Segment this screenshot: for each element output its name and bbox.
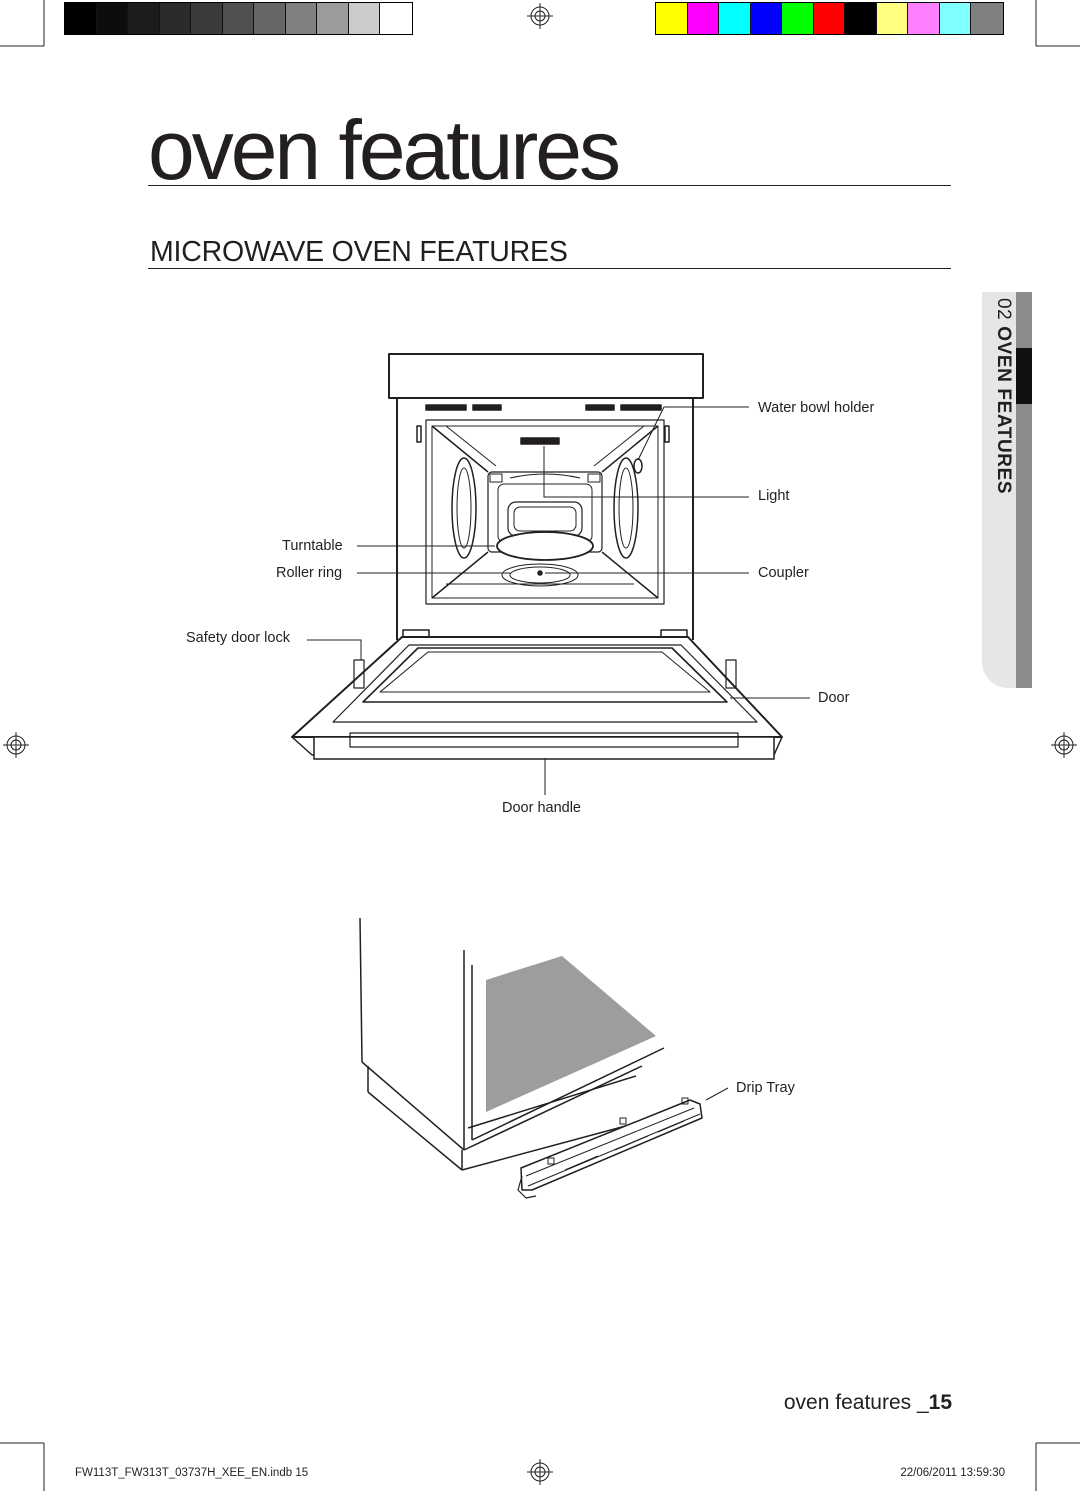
side-tab-text: OVEN FEATURES	[993, 326, 1014, 495]
grey-swatch	[254, 3, 286, 34]
color-calibration-bar	[655, 2, 1004, 35]
label-roller-ring: Roller ring	[276, 565, 343, 581]
registration-mark-left	[3, 732, 29, 758]
drip-tray-leader	[705, 1087, 729, 1101]
color-swatch	[687, 3, 719, 34]
slug-file-name: FW113T_FW313T_03737H_XEE_EN.indb 15	[75, 1467, 309, 1479]
side-tab-marker	[1016, 348, 1032, 404]
label-door-handle: Door handle	[502, 800, 581, 816]
grey-swatch	[380, 3, 412, 34]
footer-title-text: oven features _	[783, 1391, 929, 1414]
side-tab-background	[982, 292, 1016, 688]
section-title: MICROWAVE OVEN FEATURES	[150, 236, 568, 268]
label-safety-door-lock: Safety door lock	[186, 630, 290, 646]
footer-page-number: 15	[928, 1391, 952, 1414]
label-coupler: Coupler	[758, 565, 809, 581]
chapter-side-tab: 02 OVEN FEATURES	[982, 292, 1032, 688]
grey-swatch	[285, 3, 317, 34]
chapter-title: oven features	[148, 103, 621, 197]
registration-mark-top	[527, 3, 553, 29]
grey-swatch	[317, 3, 349, 34]
registration-mark-right	[1051, 732, 1077, 758]
grey-scale-bar	[64, 2, 413, 35]
grey-swatch	[191, 3, 223, 34]
grey-swatch	[96, 3, 128, 34]
side-tab-number: 02	[993, 298, 1014, 321]
color-swatch	[971, 3, 1003, 34]
grey-swatch	[348, 3, 380, 34]
color-swatch	[813, 3, 845, 34]
grey-swatch	[128, 3, 160, 34]
grey-swatch	[65, 3, 97, 34]
chapter-rule	[148, 185, 951, 186]
label-water-bowl-holder: Water bowl holder	[758, 400, 875, 416]
color-swatch	[782, 3, 814, 34]
grey-swatch	[222, 3, 254, 34]
footer-page-title: oven features _15	[784, 1391, 952, 1415]
color-swatch	[908, 3, 940, 34]
section-rule	[148, 268, 951, 269]
label-door: Door	[818, 690, 850, 706]
registration-mark-bottom	[527, 1459, 553, 1485]
color-swatch	[939, 3, 971, 34]
color-swatch	[750, 3, 782, 34]
side-tab-label: 02 OVEN FEATURES	[984, 298, 1014, 494]
label-turntable: Turntable	[282, 538, 343, 554]
color-swatch	[719, 3, 751, 34]
color-swatch	[876, 3, 908, 34]
grey-swatch	[159, 3, 191, 34]
slug-date-time: 22/06/2011 13:59:30	[900, 1467, 1005, 1479]
label-drip-tray: Drip Tray	[736, 1080, 795, 1096]
color-swatch	[656, 3, 688, 34]
color-swatch	[845, 3, 877, 34]
label-light: Light	[758, 488, 790, 504]
